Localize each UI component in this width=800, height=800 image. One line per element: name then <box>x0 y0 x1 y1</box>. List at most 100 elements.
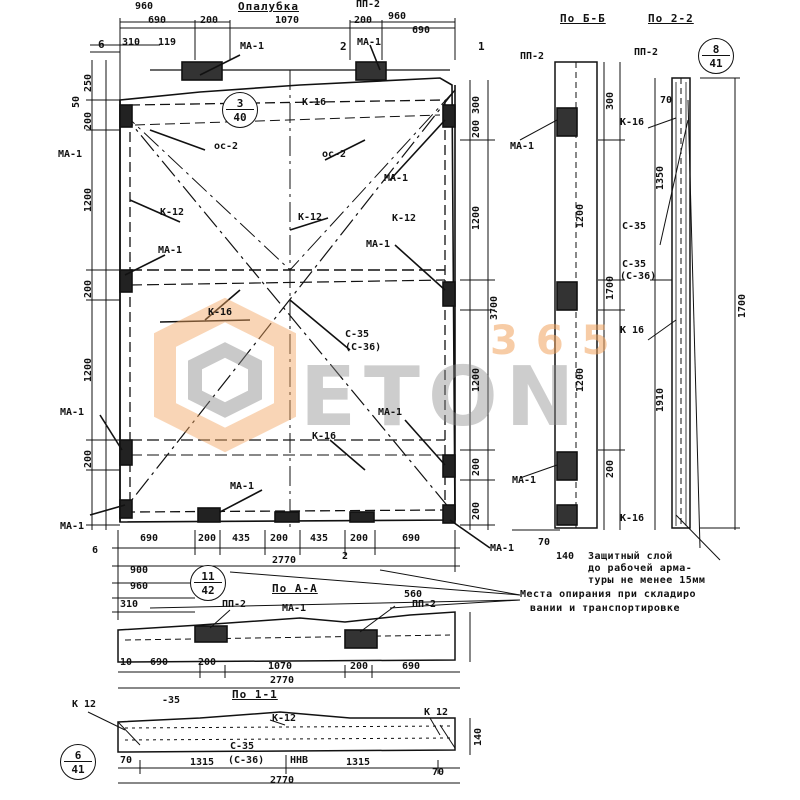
dim-bottom-435a: 435 <box>232 533 251 544</box>
mark-ma1-lm: МА-1 <box>58 149 83 160</box>
title-section-22: По 2-2 <box>648 12 694 25</box>
bb-dim-1200a: 1200 <box>575 203 586 228</box>
bb-mark-ma1-top: МА-1 <box>510 141 535 152</box>
section-mark-1: 1 <box>478 40 485 53</box>
aa-dim-10: 10 <box>120 657 133 668</box>
aa-dim-200: 200 <box>198 657 217 668</box>
note-support-line2: вании и транспортировке <box>530 603 680 614</box>
mark-pp2-top: ПП-2 <box>356 0 381 10</box>
aa-dim-690r: 690 <box>402 661 421 672</box>
dim-bottom-200c: 200 <box>350 533 369 544</box>
dim-bottom-435b: 435 <box>310 533 329 544</box>
dim-left-1200a: 1200 <box>83 187 94 212</box>
detail-callout-6-41: 6 41 <box>60 744 96 780</box>
mark-ma1-right-low: МА-1 <box>378 407 403 418</box>
s22-mark-c35a: С-35 <box>622 221 647 232</box>
bb-dim-1700: 1700 <box>605 275 616 300</box>
detail-callout-11-42: 11 42 <box>190 565 226 601</box>
mark-ma1-br: МА-1 <box>490 543 515 554</box>
mark-k12-right: К-12 <box>392 213 417 224</box>
s11-dim-1315: 1315 <box>190 757 215 768</box>
dim-bottom-200a: 200 <box>198 533 217 544</box>
mark-ma1-top-right: МА-1 <box>357 37 382 48</box>
title-section-11: По 1-1 <box>232 688 278 701</box>
bb-dim-300: 300 <box>605 91 616 110</box>
mark-c36: (С-36) <box>345 342 382 353</box>
s11-mark-c36: (С-36) <box>228 755 265 766</box>
aa-mark-ma1: МА-1 <box>282 603 307 614</box>
s22-mark-k16-low: К 16 <box>620 325 645 336</box>
dim-top-310: 310 <box>122 37 141 48</box>
s11-dim-140: 140 <box>473 727 484 746</box>
aa-dim-200r: 200 <box>350 661 369 672</box>
s22-mark-c35b: С-35 <box>622 259 647 270</box>
bb-dim-1200b: 1200 <box>575 367 586 392</box>
s22-mark-k16: К-16 <box>620 117 645 128</box>
note-support-line1: Места опирания при складиро <box>520 589 697 600</box>
aa-dim-2770: 2770 <box>270 675 295 686</box>
mark-ma1-bl: МА-1 <box>60 521 85 532</box>
dim-left-250: 250 <box>83 73 94 92</box>
dim-left-1200b: 1200 <box>83 357 94 382</box>
aa-dim-560: 560 <box>404 589 423 600</box>
dim-right-200b: 200 <box>471 457 482 476</box>
mark-ma1-top: МА-1 <box>240 41 265 52</box>
s11-mark-k12b: К-12 <box>272 713 297 724</box>
detail-callout-8-41: 8 41 <box>698 38 734 74</box>
dim-right-1200b: 1200 <box>471 367 482 392</box>
s11-mark-k12c: К 12 <box>424 707 449 718</box>
dim-right-3700: 3700 <box>489 295 500 320</box>
dim-bottom-two: 2 <box>342 551 349 562</box>
mark-k16-mid: К-16 <box>208 307 233 318</box>
watermark-brand: ETON <box>300 350 583 445</box>
s22-mark-c36: (С-36) <box>620 271 657 282</box>
mark-os2-right: ос-2 <box>322 149 347 160</box>
mark-ma1-left-mid: МА-1 <box>158 245 183 256</box>
s11-dim-70r: 70 <box>432 767 445 778</box>
dim-right-1200a: 1200 <box>471 205 482 230</box>
dim-bottom-690: 690 <box>140 533 159 544</box>
dim-right-200c: 200 <box>471 501 482 520</box>
aa-dim-690: 690 <box>150 657 169 668</box>
dim-left-200a: 200 <box>83 111 94 130</box>
bb-dim-200: 200 <box>605 459 616 478</box>
bb-mark-ma1-bot: МА-1 <box>512 475 537 486</box>
s11-dim-70: 70 <box>120 755 133 766</box>
dim-top-960r: 960 <box>388 11 407 22</box>
s11-dim-2770: 2770 <box>270 775 295 786</box>
panel-outline <box>119 77 456 523</box>
s22-mark-pp2: ПП-2 <box>634 47 659 58</box>
s22-dim-1350: 1350 <box>655 165 666 190</box>
note-protect-line2: до рабочей арма- <box>588 563 693 574</box>
s11-mark-c35: -35 <box>162 695 181 706</box>
section-mark-2: 2 <box>340 40 347 53</box>
dim-bottom-2770: 2770 <box>272 555 297 566</box>
dim-bottom-310: 310 <box>120 599 139 610</box>
mark-k16-low: К-16 <box>312 431 337 442</box>
bb-dim-140: 140 <box>556 551 575 562</box>
aa-mark-pp2-left: ПП-2 <box>222 599 247 610</box>
dim-left-200c: 200 <box>83 449 94 468</box>
mark-c35: С-35 <box>345 329 370 340</box>
mark-k12-center: К-12 <box>298 212 323 223</box>
dim-right-200a: 200 <box>471 119 482 138</box>
dim-top-200b: 200 <box>354 15 373 26</box>
title-section-aa: По А-А <box>272 582 318 595</box>
s11-mark-c35b: С-35 <box>230 741 255 752</box>
title-formwork: Опалубка <box>238 0 299 13</box>
mark-ma1-bottom: МА-1 <box>230 481 255 492</box>
detail-callout-3-40: 3 40 <box>222 92 258 128</box>
s11-mark-nnb: ННВ <box>290 755 309 766</box>
bb-dim-70: 70 <box>538 537 551 548</box>
s22-dim-1700: 1700 <box>737 293 748 318</box>
s22-dim-70: 70 <box>660 95 673 106</box>
dim-bottom-900: 900 <box>130 565 149 576</box>
dim-top-1070: 1070 <box>275 15 300 26</box>
mark-k16-top: К-16 <box>302 97 327 108</box>
note-protect-line3: туры не менее 15мм <box>588 575 706 586</box>
mark-ma1-r1: МА-1 <box>384 173 409 184</box>
watermark-number: 365 <box>490 318 628 364</box>
dim-bottom-690r: 690 <box>402 533 421 544</box>
